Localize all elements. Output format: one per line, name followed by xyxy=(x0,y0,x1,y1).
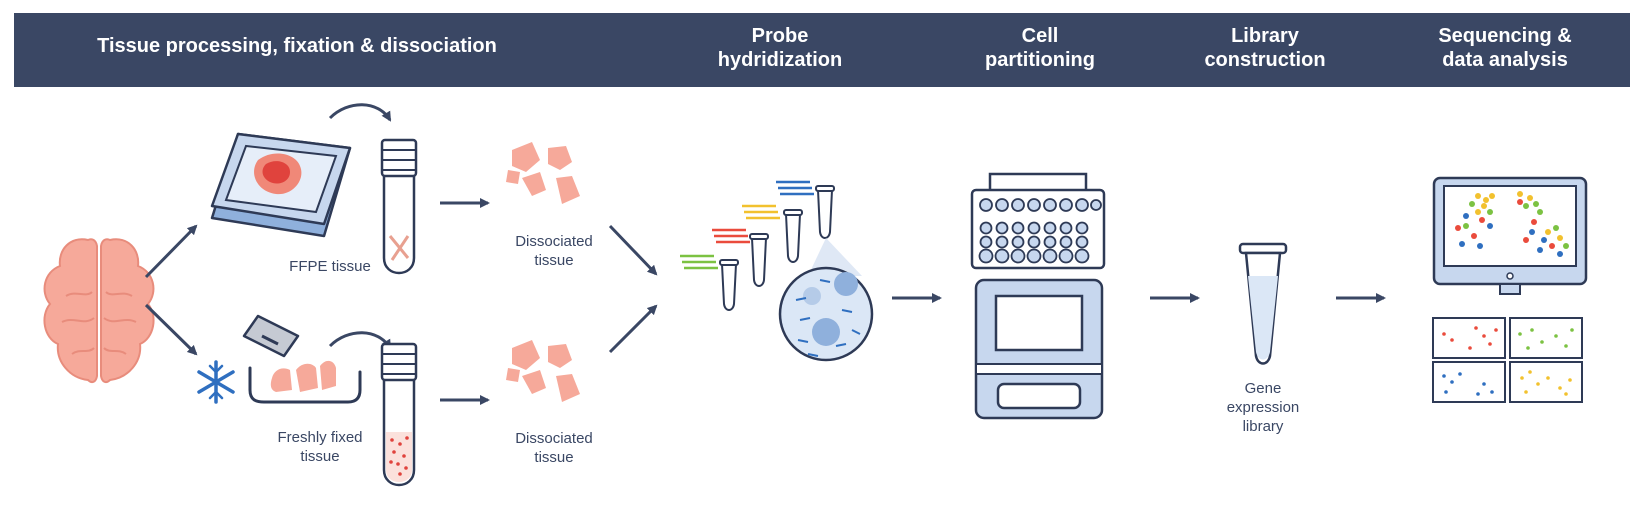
probe-tubes-icon xyxy=(680,180,835,311)
arrow-ffpe-to-tube xyxy=(328,103,392,122)
stage-cell-line2: partitioning xyxy=(985,49,1095,71)
stage-probe-line2: hydridization xyxy=(717,49,843,71)
cell-sphere-icon xyxy=(778,238,874,362)
freshly-fixed-tissue-label: Freshly fixed tissue xyxy=(260,428,380,466)
fixed-tissue-tube-icon xyxy=(380,342,418,487)
stage-probe-hybridization-title: Probe hydridization xyxy=(690,24,870,72)
partitioning-instrument-icon xyxy=(970,172,1106,420)
monitor-icon xyxy=(1432,176,1588,295)
dissociated-cells-icon xyxy=(506,142,580,204)
stage-probe-line1: Probe xyxy=(751,25,809,47)
arrow-top-to-probe xyxy=(608,224,658,276)
stage-cell-line1: Cell xyxy=(1021,25,1059,47)
stage-seq-line1: Sequencing & xyxy=(1438,25,1572,47)
dissociated-bottom-label-2: tissue xyxy=(534,449,573,466)
brain-icon xyxy=(43,238,155,384)
header-banner xyxy=(14,13,1630,87)
stage-sequencing-title: Sequencing & data analysis xyxy=(1415,24,1595,72)
stage-tissue-processing-label: Tissue processing, fixation & dissociati… xyxy=(97,35,497,57)
ffpe-tissue-label: FFPE tissue xyxy=(270,257,390,276)
razor-blade-icon xyxy=(242,314,300,358)
arrow-brain-to-fresh xyxy=(144,303,198,356)
library-label-3: library xyxy=(1243,418,1284,435)
dissociated-top-label-2: tissue xyxy=(534,252,573,269)
dissociated-top-label-1: Dissociated xyxy=(515,233,593,250)
arrow-bottom-to-probe xyxy=(608,304,658,354)
cluster-panels-icon xyxy=(1432,317,1583,403)
snowflake-icon xyxy=(197,360,235,404)
stage-seq-line2: data analysis xyxy=(1442,49,1568,71)
library-label-1: Gene xyxy=(1245,380,1282,397)
ffpe-slide-icon xyxy=(210,132,352,238)
ffpe-tissue-text: FFPE tissue xyxy=(289,258,371,275)
stage-cell-partitioning-title: Cell partitioning xyxy=(960,24,1120,72)
arrow-brain-to-ffpe xyxy=(144,224,198,279)
fresh-tissue-slices-icon xyxy=(248,360,362,404)
fresh-label-line1: Freshly fixed xyxy=(277,429,363,446)
library-label-2: expression xyxy=(1227,399,1300,416)
stage-library-line2: construction xyxy=(1204,49,1326,71)
dissociated-bottom-label-1: Dissociated xyxy=(515,430,593,447)
stage-library-construction-title: Library construction xyxy=(1180,24,1350,72)
library-tube-icon xyxy=(1238,242,1288,365)
stage-tissue-processing-title: Tissue processing, fixation & dissociati… xyxy=(60,34,534,58)
umap-clusters-icon xyxy=(1455,191,1569,257)
fresh-label-line2: tissue xyxy=(300,448,340,465)
dissociated-cells-bottom-icon xyxy=(506,340,580,402)
tissue-tube-icon xyxy=(380,138,418,275)
stage-library-line1: Library xyxy=(1231,25,1299,47)
